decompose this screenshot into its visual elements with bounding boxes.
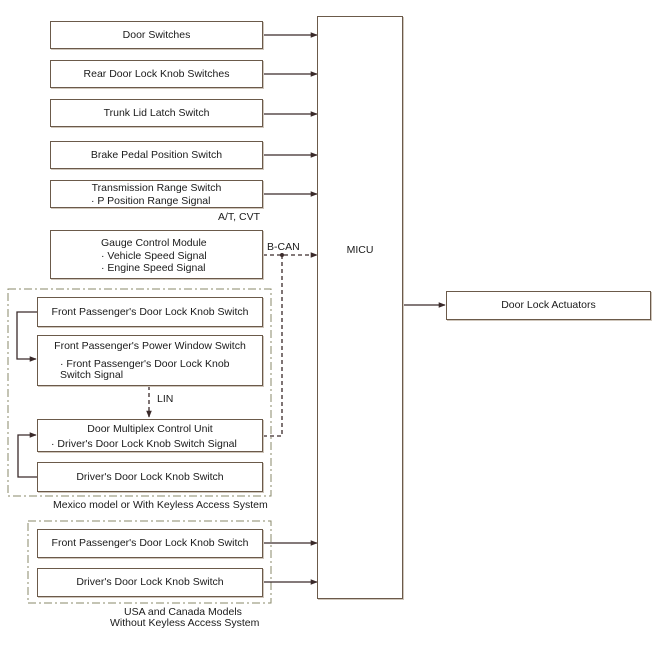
usa-caption-2: Without Keyless Access System: [110, 617, 260, 629]
mexico-fp-knob-label: Front Passenger's Door Lock Knob Switch: [51, 305, 249, 318]
rear-knob-label: Rear Door Lock Knob Switches: [83, 67, 230, 80]
brake-label: Brake Pedal Position Switch: [90, 148, 223, 161]
usa-drv-knob-box: Driver's Door Lock Knob Switch: [37, 568, 263, 597]
bcan-label: B-CAN: [267, 241, 300, 253]
fp-power-window-box: Front Passenger's Power Window Switch · …: [37, 335, 263, 386]
trunk-label: Trunk Lid Latch Switch: [103, 106, 210, 119]
mexico-drv-knob-box: Driver's Door Lock Knob Switch: [37, 462, 263, 492]
mexico-fp-knob-box: Front Passenger's Door Lock Knob Switch: [37, 297, 263, 327]
gauge-box: Gauge Control Module · Vehicle Speed Sig…: [50, 230, 263, 279]
usa-group-frame: [27, 520, 272, 604]
mexico-drv-knob-label: Driver's Door Lock Knob Switch: [76, 470, 224, 483]
door-lock-actuators-label: Door Lock Actuators: [501, 299, 596, 312]
usa-fp-knob-label: Front Passenger's Door Lock Knob Switch: [51, 537, 249, 550]
micu-label: MICU: [346, 244, 374, 256]
usa-fp-knob-box: Front Passenger's Door Lock Knob Switch: [37, 529, 263, 558]
brake-box: Brake Pedal Position Switch: [50, 141, 263, 169]
mexico-group-frame: [7, 288, 272, 497]
usa-caption-1: USA and Canada Models: [124, 606, 242, 618]
door-lock-actuators-box: Door Lock Actuators: [446, 291, 651, 320]
fp-pw-sub1: · Front Passenger's Door Lock Knob: [60, 358, 230, 370]
bcan-link-dmcu: [263, 256, 283, 437]
micu-box: MICU: [317, 16, 403, 599]
trunk-box: Trunk Lid Latch Switch: [50, 99, 263, 127]
dmcu-box: Door Multiplex Control Unit · Driver's D…: [37, 419, 263, 452]
trans-box: Transmission Range Switch · P Position R…: [50, 180, 263, 208]
gauge-title: Gauge Control Module: [101, 237, 207, 249]
arrow-fp-knob-to-pw: [16, 311, 37, 362]
usa-drv-knob-label: Driver's Door Lock Knob Switch: [76, 576, 224, 589]
trans-note: A/T, CVT: [218, 211, 261, 223]
lin-label: LIN: [157, 393, 174, 405]
fp-pw-sub2: Switch Signal: [60, 369, 124, 381]
door-switches-box: Door Switches: [50, 21, 263, 49]
mexico-caption: Mexico model or With Keyless Access Syst…: [53, 499, 268, 511]
door-switches-label: Door Switches: [122, 28, 191, 41]
gauge-sub2: · Engine Speed Signal: [101, 262, 206, 274]
bcan-junction: [280, 253, 284, 257]
rear-knob-box: Rear Door Lock Knob Switches: [50, 60, 263, 88]
arrow-drv-knob-to-dmcu: [17, 432, 37, 478]
dmcu-sub: · Driver's Door Lock Knob Switch Signal: [51, 438, 237, 450]
trans-title: Transmission Range Switch: [91, 182, 222, 194]
fp-pw-title: Front Passenger's Power Window Switch: [54, 340, 246, 352]
trans-sub: · P Position Range Signal: [91, 195, 211, 207]
dmcu-title: Door Multiplex Control Unit: [87, 423, 213, 435]
gauge-sub1: · Vehicle Speed Signal: [101, 250, 207, 262]
